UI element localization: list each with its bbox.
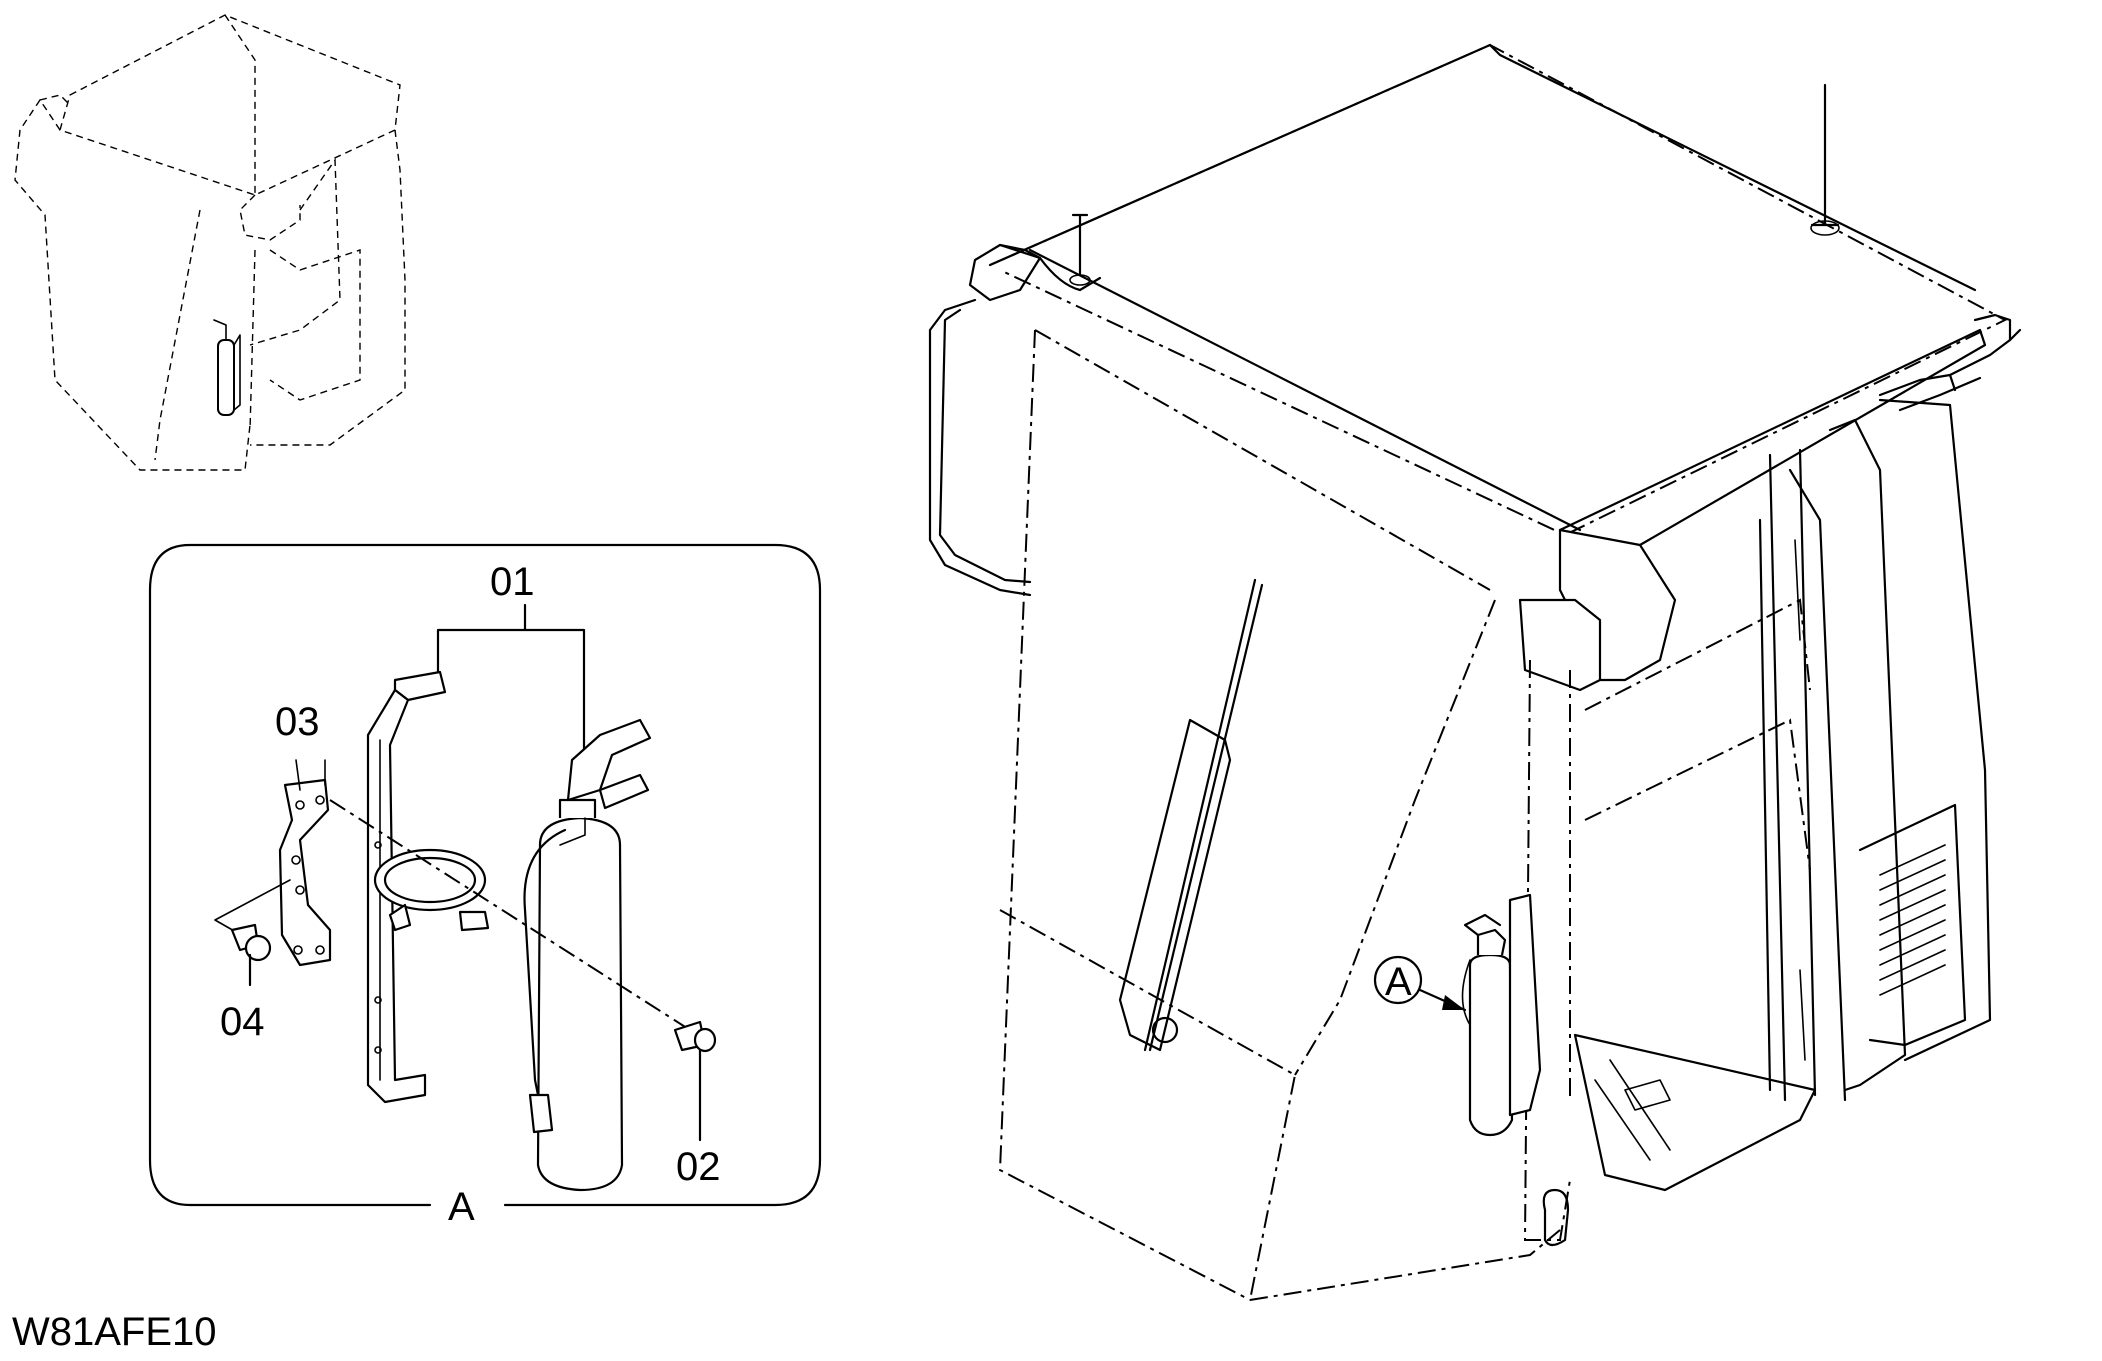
detail-view-a: A 01: [148, 543, 822, 1229]
part-label-04: 04: [220, 1000, 265, 1044]
drawing-code: W81AFE10: [12, 1310, 217, 1354]
cab-extinguisher-icon: [1461, 893, 1542, 1137]
part-label-02: 02: [676, 1145, 721, 1189]
bolt-04-icon: [230, 923, 272, 987]
overview-extinguisher-icon: [217, 339, 235, 416]
callout-a: A: [1373, 955, 1467, 1012]
holder-strap: [366, 670, 490, 1104]
overview-cab-thumbnail: [14, 14, 406, 471]
part-label-01: 01: [490, 560, 535, 604]
callout-label: A: [1385, 960, 1412, 1004]
detail-view-label: A: [448, 1185, 475, 1229]
bolt-02-icon: [673, 1020, 717, 1142]
cab-assembly-drawing: A: [928, 43, 2022, 1301]
mounting-plate: [278, 759, 332, 967]
fire-extinguisher-icon: [523, 718, 652, 1192]
part-label-03: 03: [275, 700, 320, 744]
